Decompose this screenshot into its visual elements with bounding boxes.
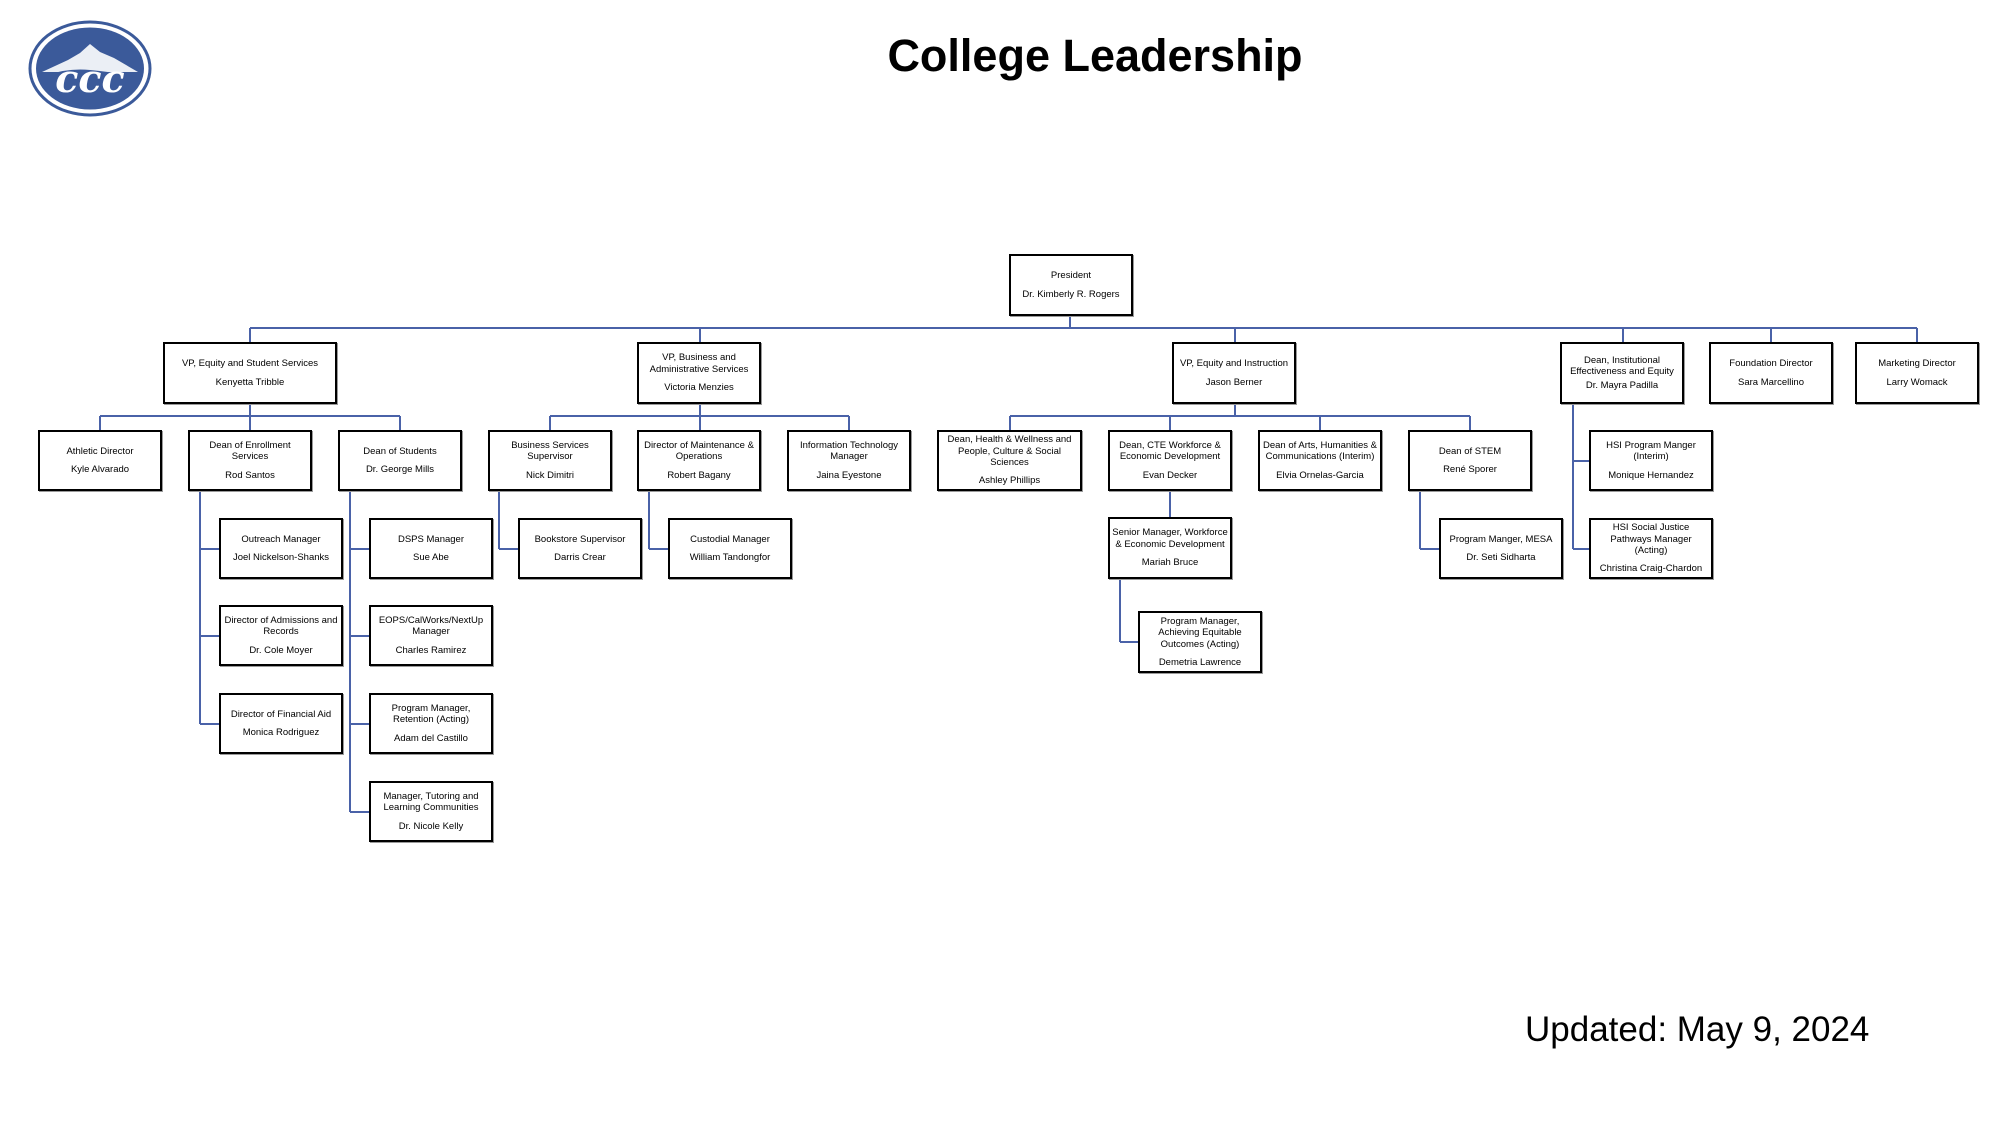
name: Monique Hernandez (1608, 469, 1694, 481)
name: Kyle Alvarado (70, 464, 130, 475)
org-box-bookstore-supervisor: Bookstore Supervisor Darris Crear (518, 518, 642, 579)
role: Outreach Manager (241, 533, 321, 545)
svg-text:ccc: ccc (55, 56, 124, 101)
org-box-program-manager-mesa: Program Manger, MESA Dr. Seti Sidharta (1439, 518, 1563, 579)
org-box-outreach-manager: Outreach Manager Joel Nickelson-Shanks (219, 518, 343, 579)
org-box-dean-arts: Dean of Arts, Humanities & Communication… (1258, 430, 1382, 491)
role: Dean of Enrollment Services (209, 439, 291, 463)
org-box-vp-student-services: VP, Equity and Student Services Kenyetta… (163, 342, 337, 404)
org-box-dean-stem: Dean of STEM René Sporer (1408, 430, 1532, 491)
role: Information Technology Manager (799, 439, 899, 463)
org-box-senior-manager-workforce: Senior Manager, Workforce & Economic Dev… (1108, 517, 1232, 579)
role: Marketing Director (1878, 358, 1956, 370)
org-box-dean-students: Dean of Students Dr. George Mills (338, 430, 462, 491)
org-box-hsi-social-justice-manager: HSI Social Justice Pathways Manager (Act… (1589, 518, 1713, 579)
org-box-director-maintenance: Director of Maintenance & Operations Rob… (637, 430, 761, 491)
org-box-eops-manager: EOPS/CalWorks/NextUp Manager Charles Ram… (369, 605, 493, 666)
name: Larry Womack (1886, 376, 1948, 388)
role: Dean of Students (363, 445, 437, 457)
org-box-dean-cte: Dean, CTE Workforce & Economic Developme… (1108, 430, 1232, 491)
name: Robert Bagany (667, 469, 731, 481)
role: Dean of STEM (1438, 445, 1502, 457)
org-box-dean-health: Dean, Health & Wellness and People, Cult… (937, 430, 1082, 491)
name: Rod Santos (225, 469, 275, 481)
org-box-marketing-director: Marketing Director Larry Womack (1855, 342, 1979, 404)
org-box-dean-institutional-effectiveness: Dean, Institutional Effectiveness and Eq… (1560, 342, 1684, 404)
name: René Sporer (1443, 464, 1497, 475)
role: Bookstore Supervisor (534, 533, 626, 545)
role: VP, Business and Administrative Services (649, 352, 749, 375)
role: VP, Equity and Instruction (1179, 358, 1289, 370)
role: Dean of Arts, Humanities & Communication… (1262, 439, 1378, 463)
role: Program Manger, MESA (1449, 533, 1553, 545)
role: EOPS/CalWorks/NextUp Manager (378, 614, 484, 638)
org-box-vp-business: VP, Business and Administrative Services… (637, 342, 761, 404)
college-logo: ccc (28, 20, 152, 117)
name: Sara Marcellino (1738, 376, 1804, 388)
role: VP, Equity and Student Services (181, 358, 319, 370)
role: Custodial Manager (690, 533, 770, 545)
role: Dean, Institutional Effectiveness and Eq… (1570, 354, 1674, 378)
org-box-tutoring-manager: Manager, Tutoring and Learning Communiti… (369, 781, 493, 842)
role: Director of Admissions and Records (224, 614, 338, 638)
name: Adam del Castillo (394, 732, 468, 744)
org-box-business-services-supervisor: Business Services Supervisor Nick Dimitr… (488, 430, 612, 491)
org-box-dean-enrollment: Dean of Enrollment Services Rod Santos (188, 430, 312, 491)
role: Dean, CTE Workforce & Economic Developme… (1119, 439, 1221, 463)
role: Program Manager, Achieving Equitable Out… (1158, 615, 1242, 650)
role: Business Services Supervisor (511, 439, 589, 463)
name: Kenyetta Tribble (215, 376, 285, 388)
name: Demetria Lawrence (1158, 656, 1242, 668)
name: William Tandongfor (689, 552, 771, 563)
updated-date: Updated: May 9, 2024 (1525, 1010, 1870, 1049)
role: Dean, Health & Wellness and People, Cult… (947, 434, 1072, 468)
role: Athletic Director (66, 445, 134, 457)
org-box-it-manager: Information Technology Manager Jaina Eye… (787, 430, 911, 491)
name: Dr. Mayra Padilla (1585, 379, 1659, 391)
role: President (1050, 270, 1092, 282)
org-box-foundation-director: Foundation Director Sara Marcellino (1709, 342, 1833, 404)
name: Jason Berner (1205, 376, 1263, 388)
page-title: College Leadership (887, 30, 1303, 81)
name: Victoria Menzies (664, 382, 734, 394)
name: Dr. Cole Moyer (249, 644, 313, 656)
org-box-retention-manager: Program Manager, Retention (Acting) Adam… (369, 693, 493, 754)
name: Elvia Ornelas-Garcia (1276, 469, 1364, 481)
name: Darris Crear (554, 552, 606, 563)
role: HSI Program Manger (Interim) (1606, 439, 1696, 463)
role: HSI Social Justice Pathways Manager (Act… (1610, 522, 1692, 556)
role: Director of Financial Aid (230, 708, 332, 720)
org-box-hsi-program-manager: HSI Program Manger (Interim) Monique Her… (1589, 430, 1713, 491)
name: Sue Abe (413, 552, 449, 563)
role: Foundation Director (1729, 358, 1813, 370)
name: Nick Dimitri (525, 469, 575, 481)
name: Jaina Eyestone (816, 469, 882, 481)
org-box-director-admissions: Director of Admissions and Records Dr. C… (219, 605, 343, 666)
name: Evan Decker (1142, 469, 1198, 481)
name: Dr. George Mills (365, 464, 435, 475)
role: Senior Manager, Workforce & Economic Dev… (1112, 527, 1228, 550)
name: Dr. Kimberly R. Rogers (1022, 288, 1120, 300)
name: Dr. Seti Sidharta (1466, 552, 1536, 563)
name: Monica Rodriguez (242, 727, 320, 738)
org-box-program-manager-aeo: Program Manager, Achieving Equitable Out… (1138, 611, 1262, 673)
name: Charles Ramirez (395, 644, 467, 656)
role: Program Manager, Retention (Acting) (391, 702, 471, 726)
org-box-president: President Dr. Kimberly R. Rogers (1009, 254, 1133, 316)
role: DSPS Manager (397, 533, 464, 545)
org-box-director-financial-aid: Director of Financial Aid Monica Rodrigu… (219, 693, 343, 754)
org-box-vp-instruction: VP, Equity and Instruction Jason Berner (1172, 342, 1296, 404)
org-box-dsps-manager: DSPS Manager Sue Abe (369, 518, 493, 579)
role: Director of Maintenance & Operations (644, 439, 754, 463)
name: Joel Nickelson-Shanks (232, 552, 330, 563)
org-box-athletic-director: Athletic Director Kyle Alvarado (38, 430, 162, 491)
name: Dr. Nicole Kelly (398, 820, 464, 832)
org-box-custodial-manager: Custodial Manager William Tandongfor (668, 518, 792, 579)
name: Mariah Bruce (1141, 557, 1199, 569)
name: Ashley Phillips (978, 475, 1041, 487)
name: Christina Craig-Chardon (1599, 563, 1703, 575)
role: Manager, Tutoring and Learning Communiti… (383, 790, 479, 814)
